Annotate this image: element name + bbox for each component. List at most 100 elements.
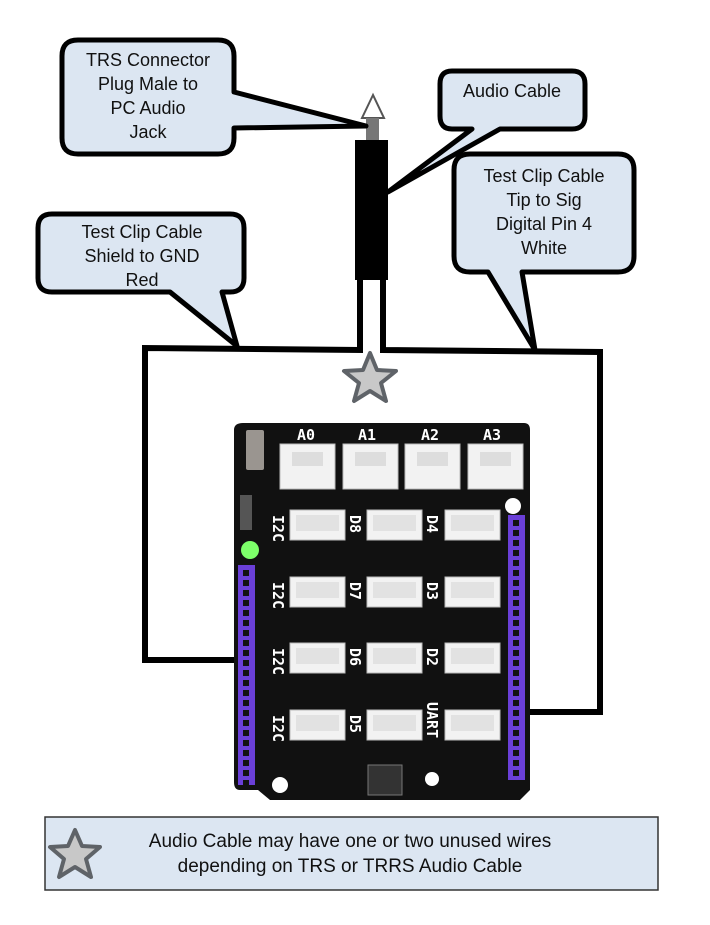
header-pin (243, 710, 249, 716)
power-led (241, 541, 259, 559)
header-pin (243, 740, 249, 746)
header-pin (513, 710, 519, 716)
header-pin (243, 650, 249, 656)
star-icon (342, 351, 398, 403)
header-pin (243, 580, 249, 586)
note-box: Audio Cable may have one or two unused w… (44, 816, 659, 891)
header-pin (243, 570, 249, 576)
header-pin (243, 690, 249, 696)
grove-connector-slot (373, 648, 416, 664)
header-pin (513, 580, 519, 586)
grove-connector (467, 443, 524, 490)
header-pin (513, 620, 519, 626)
header-pin (513, 700, 519, 706)
port-label: D2 (423, 648, 441, 666)
plug-tip (360, 92, 386, 119)
header-pin (513, 570, 519, 576)
header-pin (243, 620, 249, 626)
header-pin (513, 680, 519, 686)
gnd-wire (142, 280, 363, 663)
header-pin (513, 730, 519, 736)
mount-hole (272, 777, 288, 793)
port-label: D6 (346, 648, 364, 666)
grove-base-shield: A0 A1 A2 A3 I2C I2C I2C I2C D8 D7 D6 D5 … (234, 423, 530, 800)
header-pin (243, 750, 249, 756)
grove-connector-slot (373, 715, 416, 731)
header-pin (513, 590, 519, 596)
grove-connector-slot (296, 515, 339, 531)
header-pin (243, 720, 249, 726)
plug-body (355, 140, 388, 280)
header-pin (513, 740, 519, 746)
header-pin (243, 680, 249, 686)
header-pin (243, 600, 249, 606)
header-pin (513, 630, 519, 636)
signal-wire (380, 280, 603, 715)
port-label: I2C (269, 648, 287, 675)
header-pin (513, 610, 519, 616)
svg-text:Audio Cable may have one or tw: Audio Cable may have one or two unused w… (149, 831, 551, 877)
port-label: D5 (346, 715, 364, 733)
port-label: I2C (269, 582, 287, 609)
port-label: I2C (269, 515, 287, 542)
port-label: I2C (269, 715, 287, 742)
header-pin (243, 770, 249, 776)
header-pin (243, 760, 249, 766)
header-pin (243, 640, 249, 646)
grove-connector-slot (296, 715, 339, 731)
grove-connector (404, 443, 461, 490)
grove-connector-slot (480, 452, 511, 466)
header-pin (513, 750, 519, 756)
mount-hole (505, 498, 521, 514)
grove-connector-slot (373, 515, 416, 531)
grove-connector-slot (417, 452, 448, 466)
header-pin (243, 590, 249, 596)
header-pin (513, 760, 519, 766)
header-pin (513, 660, 519, 666)
grove-connector-slot (355, 452, 386, 466)
header-pin (513, 640, 519, 646)
port-label-a0: A0 (297, 426, 315, 444)
header-pin (513, 670, 519, 676)
header-pin (513, 550, 519, 556)
grove-connector-slot (292, 452, 323, 466)
grove-connector-slot (296, 582, 339, 598)
port-label: D8 (346, 515, 364, 533)
right-header (508, 515, 525, 780)
grove-connector-slot (451, 515, 494, 531)
header-pin (513, 650, 519, 656)
header-pin (243, 670, 249, 676)
star-icon (48, 828, 102, 879)
header-pin (513, 720, 519, 726)
port-label-a1: A1 (358, 426, 376, 444)
header-pin (513, 540, 519, 546)
plug-ring (366, 118, 379, 140)
grove-connector-slot (451, 715, 494, 731)
grove-connector-slot (296, 648, 339, 664)
port-label: D4 (423, 515, 441, 533)
port-label: UART (423, 702, 441, 738)
grove-connector-slot (373, 582, 416, 598)
header-pin (243, 660, 249, 666)
header-pin (243, 610, 249, 616)
mount-hole (425, 772, 439, 786)
header-pin (513, 690, 519, 696)
callout-audio-cable: Audio Cable (385, 68, 588, 195)
wires (142, 280, 603, 715)
grove-connector-slot (451, 648, 494, 664)
header-pin (513, 770, 519, 776)
icsp-header (367, 764, 403, 796)
grove-connector-slot (451, 582, 494, 598)
header-pin (243, 780, 249, 786)
port-label: D3 (423, 582, 441, 600)
header-pin (513, 520, 519, 526)
header-pin (243, 700, 249, 706)
trs-plug (355, 92, 388, 280)
grove-connector (342, 443, 399, 490)
port-label: D7 (346, 582, 364, 600)
